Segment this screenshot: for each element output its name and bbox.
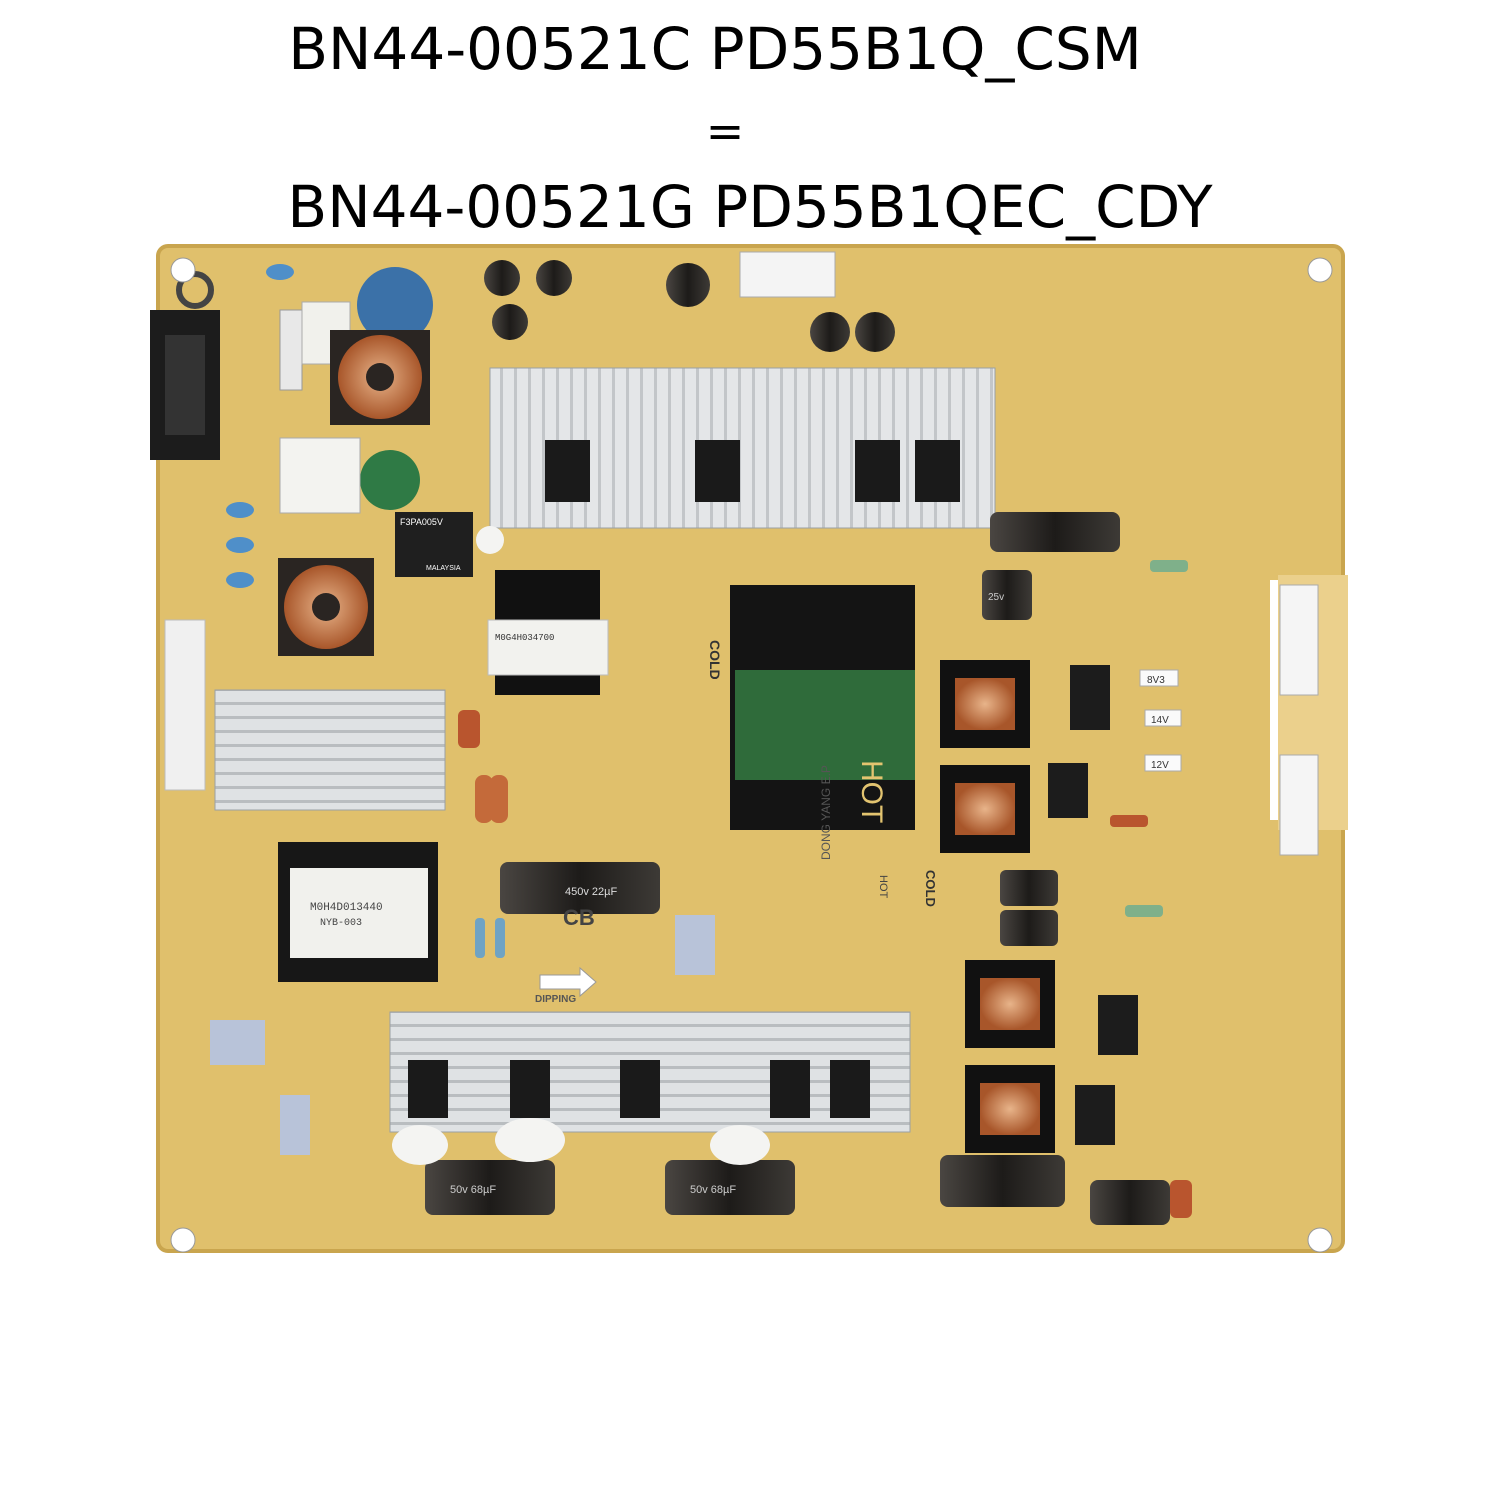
fuse: [279, 309, 303, 391]
power-board-photo: F3PA005V MALAYSIA M0G4H034700 HOT COLD M…: [150, 244, 1350, 1253]
relay: [395, 512, 473, 577]
xfmr-1-label: M0G4H034700: [495, 633, 554, 643]
cap-label-c: 25v: [988, 592, 1004, 603]
cap-label-d: 50v 68µF: [450, 1184, 496, 1196]
dongyang-label: DONG YANG E.P: [819, 765, 833, 860]
cb-mark: CB: [563, 905, 595, 930]
dipping-label: DIPPING: [535, 994, 576, 1005]
part-number-line-2: BN44-00521G PD55B1QEC_CDY: [287, 173, 1213, 241]
output-connector-1: [1279, 584, 1319, 696]
cold-label-1: COLD: [707, 640, 723, 680]
cap-label-a: 450v 22µF: [565, 886, 617, 898]
xfmr-2-sub: NYB-003: [320, 918, 362, 929]
label-14v: 14V: [1151, 715, 1169, 726]
cap-450v: [500, 862, 660, 914]
cap-bottom-2: [665, 1160, 795, 1215]
label-12v: 12V: [1151, 760, 1169, 771]
relay-country: MALAYSIA: [426, 565, 461, 572]
xfmr-2-label: M0H4D013440: [310, 902, 383, 914]
cap-bottom-1: [425, 1160, 555, 1215]
cold-label-2: COLD: [923, 870, 938, 907]
blue-varistor: [357, 267, 433, 343]
part-number-line-1: BN44-00521C PD55B1Q_CSM: [288, 15, 1142, 83]
hot-label-1: HOT: [855, 760, 888, 823]
relay-label: F3PA005V: [400, 517, 443, 527]
equals-sign: =: [705, 104, 745, 158]
label-8v3: 8V3: [1147, 675, 1165, 686]
cap-label-e: 50v 68µF: [690, 1184, 736, 1196]
output-connector-2: [1279, 754, 1319, 856]
green-varistor: [360, 450, 420, 510]
hot-label-2: HOT: [877, 875, 889, 899]
heatsink-left: [214, 689, 446, 811]
